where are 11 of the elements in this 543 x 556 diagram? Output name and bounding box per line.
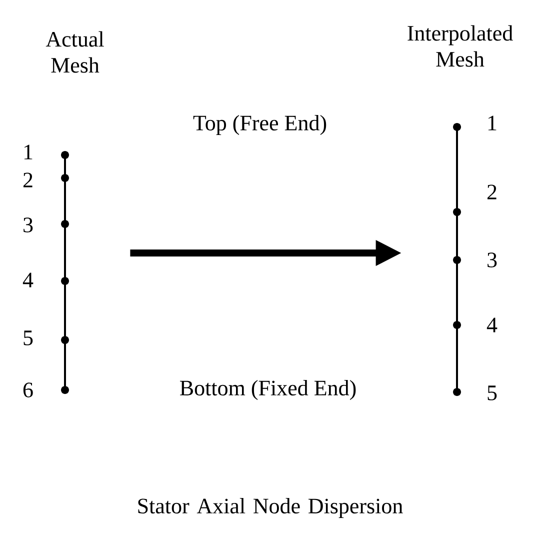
mesh-heading: Interpolated Mesh: [408, 25, 513, 67]
end-label: Top (Free End): [193, 115, 326, 135]
node-number: 2: [487, 184, 496, 200]
node-number: 6: [23, 382, 33, 398]
node-number: 3: [488, 252, 497, 268]
mesh-heading: Actual Mesh: [46, 31, 104, 73]
caption: Stator Axial Node Dispersion: [138, 498, 403, 518]
end-label: Bottom (Fixed End): [180, 380, 356, 400]
node-number: 1: [488, 116, 496, 130]
node-number: 4: [486, 318, 498, 332]
node-number: 5: [488, 386, 497, 400]
